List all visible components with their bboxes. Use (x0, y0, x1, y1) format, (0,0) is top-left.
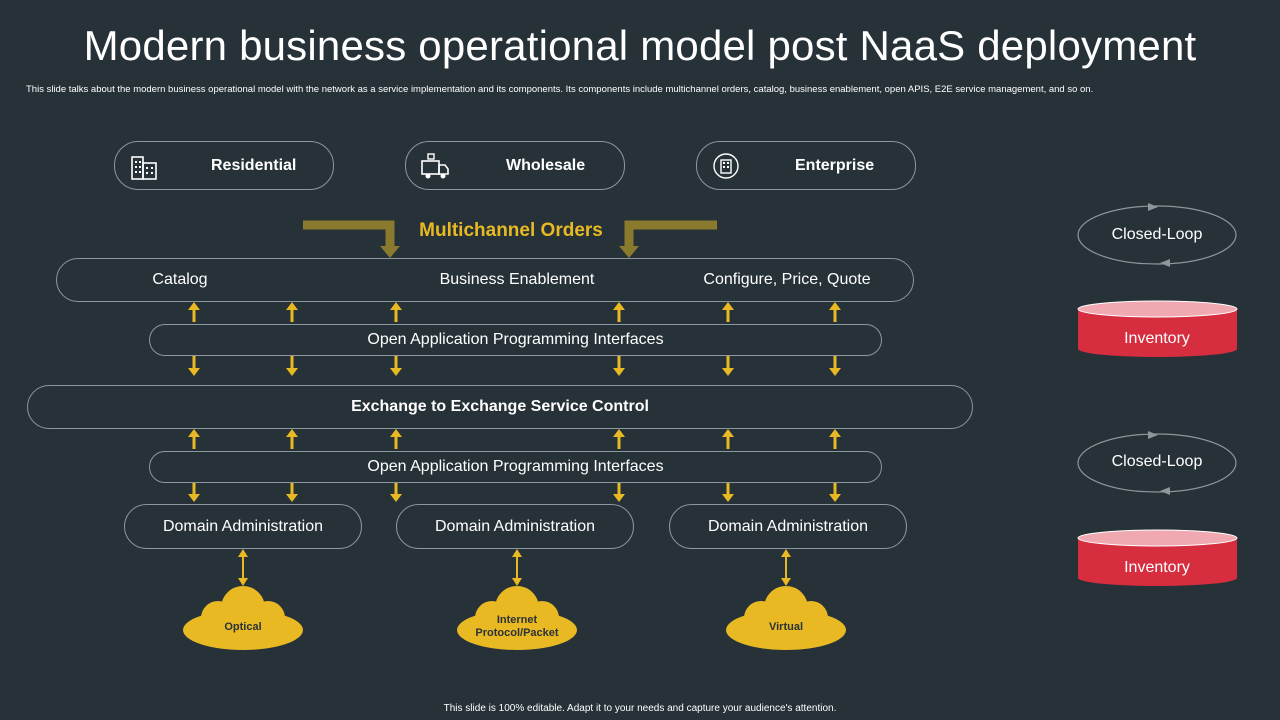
up-arrow-row1-4 (722, 302, 734, 322)
up-arrow-row3-1 (286, 429, 298, 449)
down-arrow-row2-4 (722, 356, 734, 376)
up-arrow-row3-4 (722, 429, 734, 449)
building-icon (131, 156, 157, 180)
customer-wholesale-label: Wholesale (506, 157, 586, 174)
down-arrow-row4-3 (613, 483, 625, 502)
customer-wholesale-pill: Wholesale (405, 141, 625, 190)
cloud-optical-label: Optical (224, 621, 262, 633)
inventory-1-cylinder (1077, 300, 1238, 357)
open-api-bottom-bar: Open Application Programming Interfaces (149, 451, 882, 483)
inventory-2-cylinder (1077, 529, 1238, 586)
up-arrow-row1-1 (286, 302, 298, 322)
multichannel-left-arrow (303, 220, 395, 250)
down-arrow-row2-1 (286, 356, 298, 376)
flow-arrows (188, 302, 841, 586)
slide-footer: This slide is 100% editable. Adapt it to… (443, 703, 837, 714)
up-arrow-row1-0 (188, 302, 200, 322)
inventory-1-label: Inventory (1124, 330, 1190, 347)
double-arrow-cloud-0 (238, 549, 248, 586)
customer-residential-pill: Residential (114, 141, 334, 190)
cloud-optical-shape (183, 586, 303, 650)
domain-administration-3: Domain Administration (669, 504, 907, 549)
down-arrow-row4-0 (188, 483, 200, 502)
exchange-service-control-bar: Exchange to Exchange Service Control (27, 385, 973, 429)
down-arrow-row2-3 (613, 356, 625, 376)
cloud-ip-packet-label: Internet Protocol/Packet (475, 614, 559, 639)
cloud-ip-packet-shape (457, 586, 577, 650)
business-enablement-label: Business Enablement (439, 271, 595, 288)
down-arrow-row2-5 (829, 356, 841, 376)
customer-enterprise-label: Enterprise (795, 157, 875, 174)
inventory-2-label: Inventory (1124, 559, 1190, 576)
up-arrow-row3-3 (613, 429, 625, 449)
catalog-enablement-bar: Catalog Business Enablement Configure, P… (56, 258, 914, 302)
cloud-virtual-label: Virtual (768, 621, 804, 633)
truck-icon (421, 153, 449, 179)
domain-administration-1: Domain Administration (124, 504, 362, 549)
multichannel-right-arrow (624, 220, 717, 250)
up-arrow-row1-2 (390, 302, 402, 322)
down-arrow-row4-1 (286, 483, 298, 502)
down-arrow-row2-0 (188, 356, 200, 376)
slide-title: Modern business operational model post N… (83, 22, 1197, 69)
domain-administration-2: Domain Administration (396, 504, 634, 549)
down-arrow-row4-4 (722, 483, 734, 502)
up-arrow-row3-2 (390, 429, 402, 449)
closed-loop-1-shape (1077, 203, 1237, 267)
double-arrow-cloud-1 (512, 549, 522, 586)
cloud-virtual-shape (726, 586, 846, 650)
down-arrow-row4-2 (390, 483, 402, 502)
catalog-label: Catalog (152, 271, 208, 288)
office-icon (713, 153, 739, 179)
closed-loop-1-label: Closed-Loop (1111, 226, 1203, 243)
customer-residential-label: Residential (211, 157, 297, 174)
multichannel-orders-label: Multichannel Orders (419, 220, 603, 241)
up-arrow-row1-3 (613, 302, 625, 322)
open-api-top-bar: Open Application Programming Interfaces (149, 324, 882, 356)
configure-price-quote-label: Configure, Price, Quote (703, 271, 871, 288)
down-arrow-row4-5 (829, 483, 841, 502)
closed-loop-2-label: Closed-Loop (1111, 453, 1203, 470)
down-arrow-row2-2 (390, 356, 402, 376)
slide-subtitle: This slide talks about the modern busine… (26, 84, 1094, 95)
up-arrow-row3-5 (829, 429, 841, 449)
up-arrow-row1-5 (829, 302, 841, 322)
closed-loop-2-shape (1077, 431, 1237, 495)
customer-enterprise-pill: Enterprise (696, 141, 916, 190)
double-arrow-cloud-2 (781, 549, 791, 586)
up-arrow-row3-0 (188, 429, 200, 449)
